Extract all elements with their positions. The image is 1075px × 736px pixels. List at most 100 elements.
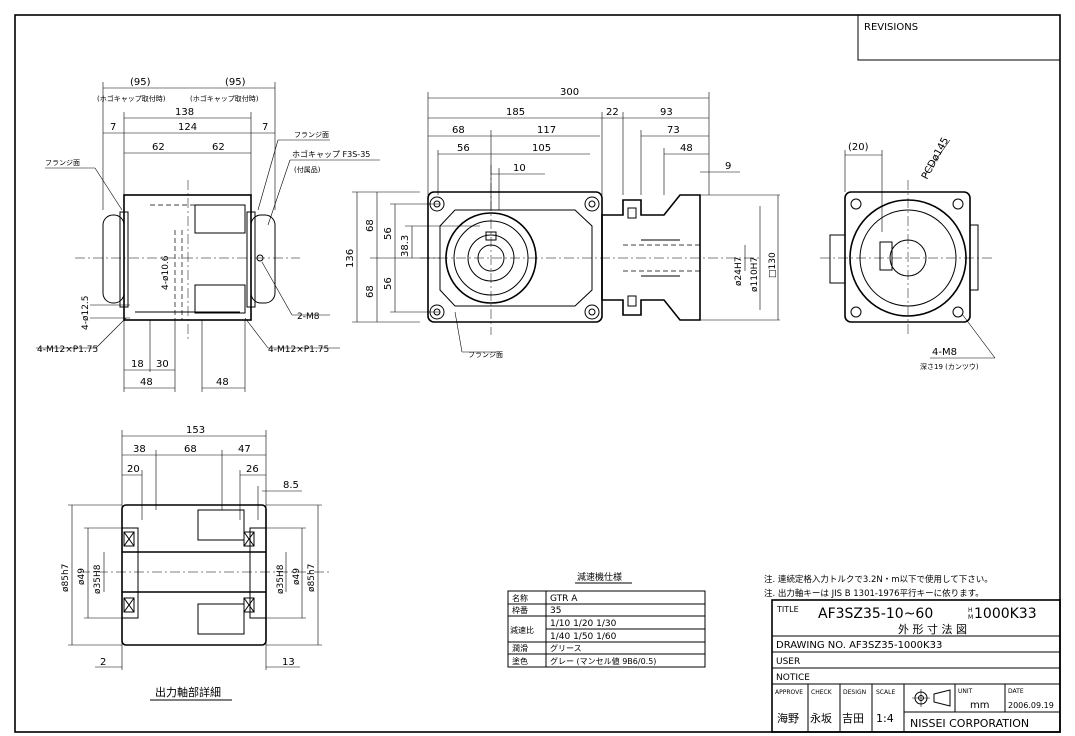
tap-depth-label: 深さ19 (カンツウ) (920, 362, 979, 371)
spec-key-ratio: 減速比 (510, 625, 534, 635)
company-name: NISSEI CORPORATION (910, 717, 1029, 730)
spec-key-paint: 塗色 (512, 656, 528, 666)
dim-300: 300 (560, 87, 579, 98)
notice-label: NOTICE (776, 673, 810, 683)
dim-153: 153 (186, 425, 205, 436)
dim-22: 22 (606, 107, 619, 118)
spec-val-frame: 35 (550, 606, 561, 616)
note-2: 注. 出力軸キーは JIS B 1301-1976平行キーに依ります。 (764, 588, 984, 599)
note-1: 注. 連続定格入力トルクで3.2N・m以下で使用して下さい。 (764, 574, 993, 585)
dim-30: 30 (156, 359, 169, 370)
scale-value: 1:4 (876, 712, 894, 725)
flange-face-left-label: フランジ面 (45, 159, 80, 167)
dim-95-left: (95) (130, 77, 151, 88)
date-label: DATE (1008, 688, 1024, 695)
approve-label: APPROVE (775, 689, 803, 696)
revisions-label: REVISIONS (864, 22, 918, 33)
dim-62-left: 62 (152, 142, 165, 153)
spec-key-lube: 潤滑 (512, 643, 528, 653)
title-sup: H (968, 607, 973, 614)
spec-table-title: 減速機仕様 (577, 571, 622, 583)
spec-val-name: GTR A (550, 594, 578, 604)
dim-56: 56 (457, 143, 470, 154)
dim-185: 185 (506, 107, 525, 118)
dim-68-bot: 68 (365, 285, 376, 298)
dim-7-right: 7 (262, 122, 268, 133)
spec-key-frame: 枠番 (512, 605, 528, 615)
dim-2: 2 (100, 657, 106, 668)
revisions-box (857, 15, 1060, 61)
dim-20: (20) (848, 142, 869, 153)
dim-18: 18 (131, 359, 144, 370)
phi-49-left: ø49 (77, 568, 87, 585)
dim-56-bot: 56 (383, 277, 394, 290)
dim-9: 9 (725, 161, 731, 172)
dim-105: 105 (532, 143, 551, 154)
cap-note-right: (ホゴキャップ取付時) (190, 94, 259, 103)
flange-face-label: フランジ面 (468, 351, 503, 359)
title-sub: M (968, 614, 973, 621)
sq-130: □130 (768, 252, 778, 278)
dim-136: 136 (345, 249, 356, 268)
unit-value: mm (970, 700, 989, 711)
phi-85-left: ø85h7 (61, 564, 71, 592)
dim-68: 68 (452, 125, 465, 136)
m8-label: 2-M8 (297, 312, 320, 322)
dim-48-left: 48 (140, 377, 153, 388)
check-label: CHECK (811, 689, 833, 696)
flange-face-right-label: フランジ面 (294, 131, 329, 139)
spec-table: 減速機仕様 名称 GTR A 枠番 35 減速比 1/10 1/20 1/30 … (507, 571, 706, 668)
cap-note-left: (ホゴキャップ取付時) (97, 94, 166, 103)
scale-label: SCALE (876, 689, 895, 696)
hole-12-5: 4-ø12.5 (81, 295, 91, 330)
design-label: DESIGN (843, 689, 866, 696)
shaft-detail: 153 38 68 47 20 26 8.5 (61, 425, 330, 701)
title-label: TITLE (776, 605, 799, 614)
sheet-border (14, 14, 1061, 733)
dim-68: 68 (184, 444, 197, 455)
dim-7-left: 7 (110, 122, 116, 133)
dim-138: 138 (175, 107, 194, 118)
phi-35-left: ø35H8 (93, 564, 103, 594)
dim-62-right: 62 (212, 142, 225, 153)
dim-10: 10 (513, 163, 526, 174)
dim-38: 38 (133, 444, 146, 455)
spec-key-name: 名称 (512, 593, 528, 603)
user-label: USER (776, 657, 800, 667)
m8-tap-label: 4-M8 (932, 347, 957, 358)
dim-56-top: 56 (383, 227, 394, 240)
dim-47: 47 (238, 444, 251, 455)
dim-93: 93 (660, 107, 673, 118)
shaft-detail-title: 出力軸部詳細 (155, 685, 221, 699)
dim-8-5: 8.5 (283, 480, 299, 491)
dim-38-3: 38.3 (400, 235, 411, 257)
hole-10-6: 4-ø10.6 (161, 255, 171, 290)
check-name: 永坂 (810, 711, 832, 725)
dim-117: 117 (537, 125, 556, 136)
dim-26: 26 (246, 464, 259, 475)
phi-35-right: ø35H8 (276, 564, 286, 594)
title-main: AF3SZ35-10~60 (818, 606, 933, 622)
m12-right-label: 4-M12×P1.75 (268, 345, 329, 355)
front-view: (95) (95) (ホゴキャップ取付時) (ホゴキャップ取付時) 138 7 … (36, 77, 380, 392)
cap-name-label: ホゴキャップ F3S-35 (292, 149, 370, 159)
date-value: 2006.09.19 (1008, 701, 1054, 710)
dim-95-right: (95) (225, 77, 246, 88)
dim-73: 73 (667, 125, 680, 136)
dim-13: 13 (282, 657, 295, 668)
title-tail: 1000K33 (974, 606, 1037, 622)
phi-24: ø24H7 (734, 257, 744, 286)
spec-val-ratio-2: 1/40 1/50 1/60 (550, 632, 617, 642)
approve-name: 海野 (777, 711, 799, 725)
dim-124: 124 (178, 122, 197, 133)
side-view: 300 185 22 93 68 117 73 56 105 48 10 9 1… (345, 87, 780, 359)
drawing-no: DRAWING NO. AF3SZ35-1000K33 (776, 640, 942, 651)
spec-val-ratio-1: 1/10 1/20 1/30 (550, 619, 617, 629)
dim-48-right: 48 (216, 377, 229, 388)
end-view: (20) PCDø145 4-M8 深さ19 (カンツウ) (820, 136, 996, 371)
phi-85-right: ø85h7 (307, 564, 317, 592)
title-block: TITLE AF3SZ35-10~60 H M 1000K33 外 形 寸 法 … (771, 599, 1061, 733)
unit-label: UNIT (958, 688, 973, 695)
design-name: 吉田 (842, 712, 864, 725)
